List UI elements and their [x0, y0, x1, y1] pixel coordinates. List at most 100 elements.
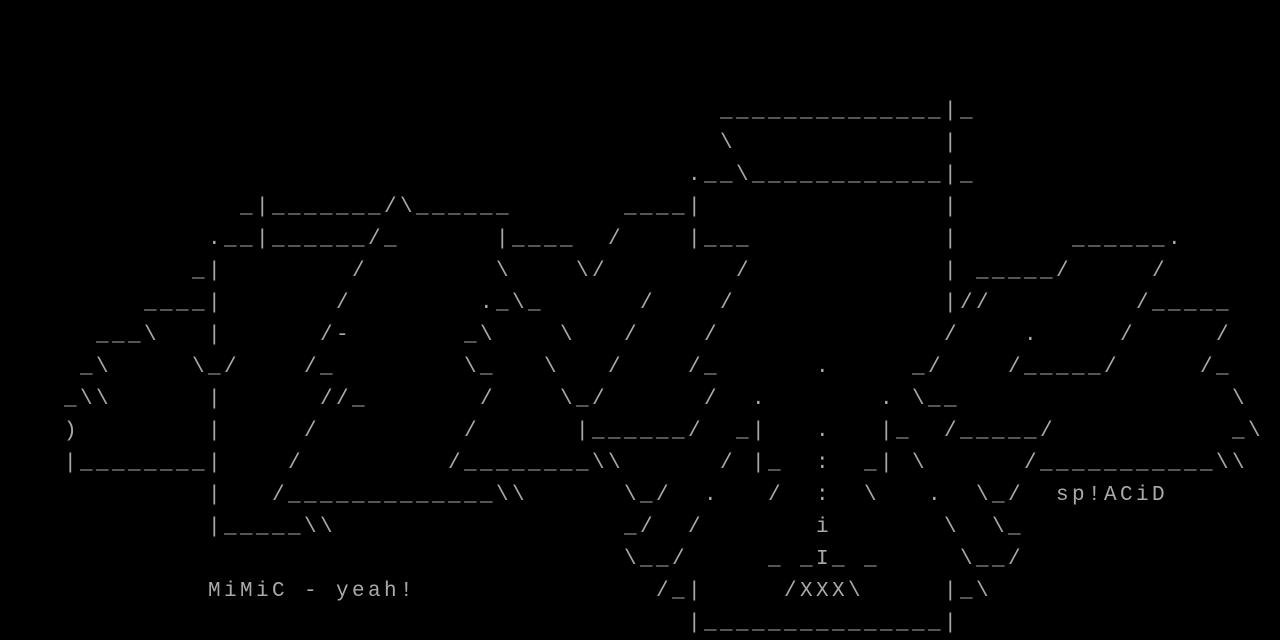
art-fragment: \_/ — [976, 484, 1025, 507]
art-fragment: | — [944, 228, 961, 251]
art-fragment: /_ — [688, 356, 721, 379]
art-fragment: ____| — [624, 196, 705, 219]
artist-signature-label: MiMiC - yeah! — [208, 580, 417, 603]
art-fragment: _| \ — [864, 452, 929, 475]
art-row: .__\____________|_ — [0, 160, 1280, 192]
art-fragment: \_/ — [560, 388, 609, 411]
group-signature-label: sp!ACiD — [1056, 484, 1169, 507]
art-row: _|_______/\__________|| — [0, 192, 1280, 224]
art-fragment: | — [208, 324, 225, 347]
art-row: \__/ _ _I_ _ \__/ — [0, 544, 1280, 576]
art-fragment: |_\ — [944, 580, 993, 603]
art-fragment: / — [704, 388, 721, 411]
art-row: ____|/._\_//|///_____ — [0, 288, 1280, 320]
art-fragment: /_ — [1200, 356, 1233, 379]
art-fragment: \_/ — [624, 484, 673, 507]
art-fragment: / — [352, 260, 369, 283]
art-fragment: |_____\\ — [208, 516, 337, 539]
art-fragment: |______/ — [576, 420, 705, 443]
art-fragment: / — [1120, 324, 1137, 347]
art-fragment: / — [480, 388, 497, 411]
art-fragment: / — [736, 260, 753, 283]
art-fragment: _\ — [80, 356, 113, 379]
art-fragment: | — [208, 388, 225, 411]
art-fragment: _\ — [1232, 420, 1265, 443]
art-fragment: \__/ — [624, 548, 689, 571]
art-fragment: |________| — [64, 452, 225, 475]
art-fragment: / — [288, 452, 305, 475]
art-fragment: /________\\ — [448, 452, 625, 475]
art-fragment: ______. — [1072, 228, 1185, 251]
art-fragment: / — [464, 420, 481, 443]
art-fragment: . — [816, 420, 833, 443]
art-fragment: / |_ — [720, 452, 785, 475]
art-fragment: / — [336, 292, 353, 315]
art-fragment: / — [1152, 260, 1169, 283]
art-fragment: / — [608, 356, 625, 379]
art-fragment: ) — [64, 420, 81, 443]
art-fragment: _/ — [912, 356, 945, 379]
art-fragment: / — [624, 324, 641, 347]
art-row: \| — [0, 128, 1280, 160]
art-fragment: |_ — [880, 420, 913, 443]
art-fragment: /_____/ — [1008, 356, 1121, 379]
art-fragment: \_ — [992, 516, 1025, 539]
art-fragment: .__\____________|_ — [688, 164, 977, 187]
art-fragment: \_/ — [192, 356, 241, 379]
art-fragment: \_ — [464, 356, 497, 379]
art-fragment: //_ — [320, 388, 369, 411]
art-fragment: . — [928, 484, 945, 507]
art-fragment: _\ — [464, 324, 497, 347]
art-row: |_______________| — [0, 608, 1280, 640]
art-fragment: /_____________\\ — [272, 484, 529, 507]
art-row: .__|______/_|____/|___|______. — [0, 224, 1280, 256]
art-fragment: . \__ — [880, 388, 961, 411]
art-fragment: | — [208, 484, 225, 507]
art-fragment: /_ — [304, 356, 337, 379]
art-fragment: /___________\\ — [1024, 452, 1249, 475]
art-fragment: / — [1216, 324, 1233, 347]
art-fragment: /_____/ — [944, 420, 1057, 443]
ascii-art-logo: ______________|_ \| .__\____________|_ _… — [0, 96, 1280, 640]
art-fragment: /XXX\ — [784, 580, 865, 603]
art-row: ___\|/-_\\///.// — [0, 320, 1280, 352]
art-fragment: / — [688, 516, 705, 539]
art-fragment: |_______________| — [688, 612, 961, 635]
art-fragment: | _____/ — [944, 260, 1073, 283]
art-fragment: | — [944, 196, 961, 219]
art-fragment: _/ — [624, 516, 657, 539]
art-fragment: . — [1024, 324, 1041, 347]
art-fragment: ____| — [144, 292, 225, 315]
art-fragment: / — [640, 292, 657, 315]
art-fragment: /_| — [656, 580, 705, 603]
art-fragment: / — [720, 292, 737, 315]
art-fragment: . — [752, 388, 769, 411]
art-fragment: / — [768, 484, 785, 507]
art-fragment: \ — [720, 132, 737, 155]
art-row: ______________|_ — [0, 96, 1280, 128]
art-row: _| / \ \/ / | _____/ / — [0, 256, 1280, 288]
art-fragment: _| — [192, 260, 225, 283]
art-fragment: / — [608, 228, 625, 251]
art-fragment: i — [816, 516, 833, 539]
art-fragment: |____ — [496, 228, 577, 251]
art-fragment: _ _I_ _ — [768, 548, 881, 571]
art-fragment: / — [944, 324, 961, 347]
art-fragment: | — [208, 420, 225, 443]
art-fragment: ___\ — [96, 324, 161, 347]
art-fragment: . — [704, 484, 721, 507]
art-fragment: \ — [560, 324, 577, 347]
art-fragment: \ — [496, 260, 513, 283]
art-fragment: \__/ — [960, 548, 1025, 571]
art-fragment: ______________|_ — [720, 100, 977, 123]
art-row: /_| /XXX\ |_\ — [0, 576, 1280, 608]
art-fragment: : — [816, 484, 833, 507]
art-fragment: : — [816, 452, 833, 475]
art-fragment: \ — [544, 356, 561, 379]
art-fragment: .__|______/_ — [208, 228, 401, 251]
art-row: |_____\\ _/ / i \ \_ — [0, 512, 1280, 544]
art-row: )|//|______/_|.|_/_____/_\ — [0, 416, 1280, 448]
art-fragment: \/ — [576, 260, 609, 283]
art-fragment: \ — [944, 516, 961, 539]
art-fragment: | — [944, 132, 961, 155]
